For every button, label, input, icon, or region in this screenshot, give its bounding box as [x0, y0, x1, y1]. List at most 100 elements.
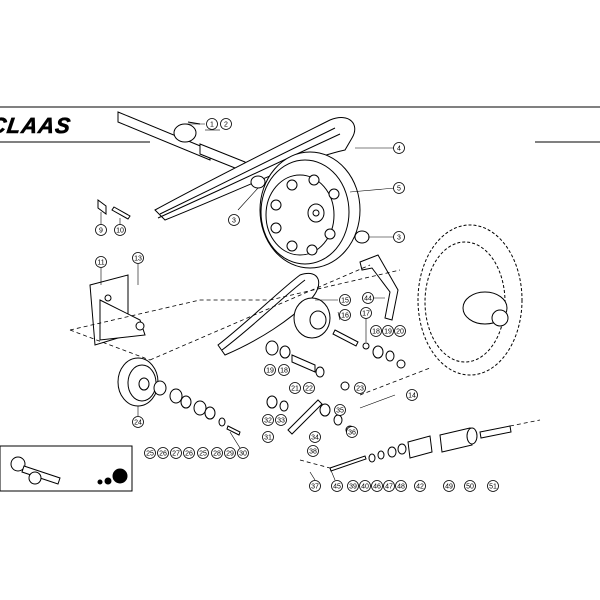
- callout-17: 17: [360, 307, 372, 319]
- callout-20-label: 20: [396, 329, 404, 336]
- callout-33: 33: [275, 414, 287, 426]
- callout-17-label: 17: [362, 311, 370, 318]
- callout-21-label: 21: [291, 386, 299, 393]
- callout-23-label: 23: [356, 386, 364, 393]
- callout-18a: 18: [278, 364, 290, 376]
- pins: [97, 199, 131, 220]
- lower-v-belt: [217, 272, 320, 356]
- callout-35-label: 35: [336, 408, 344, 415]
- idler-pulley: [293, 297, 331, 339]
- callout-25a-label: 25: [146, 451, 154, 458]
- callout-36-label: 36: [348, 430, 356, 437]
- callout-3b-label: 3: [397, 235, 401, 242]
- callout-18a-label: 18: [280, 368, 288, 375]
- callout-34: 34: [309, 431, 321, 443]
- callout-50-label: 50: [466, 484, 474, 491]
- callout-2: 2: [220, 118, 232, 130]
- callout-15: 15: [339, 294, 351, 306]
- callout-32: 32: [262, 414, 274, 426]
- callout-16: 16: [339, 309, 351, 321]
- callout-27: 27: [170, 447, 182, 459]
- callout-50: 50: [464, 480, 476, 492]
- brand-name: CLAAS: [0, 113, 73, 138]
- bushings: [250, 175, 370, 244]
- callout-42-label: 42: [416, 484, 424, 491]
- callout-2-label: 2: [224, 122, 228, 129]
- double-pulley: [117, 357, 159, 407]
- callout-51: 51: [487, 480, 499, 492]
- callout-35: 35: [334, 404, 346, 416]
- callout-11-label: 11: [97, 260, 104, 267]
- callout-46-label: 46: [373, 484, 381, 491]
- callout-9: 9: [95, 224, 107, 236]
- callout-45-label: 45: [333, 484, 341, 491]
- callout-1-label: 1: [210, 122, 214, 129]
- callout-47: 47: [383, 480, 395, 492]
- callout-28: 28: [211, 447, 223, 459]
- callout-14-label: 14: [408, 393, 416, 400]
- callout-26a: 26: [157, 447, 169, 459]
- callout-40: 40: [359, 480, 371, 492]
- callout-3a: 3: [228, 214, 240, 226]
- callout-26a-label: 26: [159, 451, 167, 458]
- callout-9-label: 9: [99, 228, 103, 235]
- upper-v-belt: [154, 117, 356, 221]
- callout-51-label: 51: [489, 484, 497, 491]
- callout-49: 49: [443, 480, 455, 492]
- callout-21: 21: [289, 382, 301, 394]
- callout-38-label: 38: [309, 449, 317, 456]
- callout-23: 23: [354, 382, 366, 394]
- frame-lines: [0, 106, 600, 143]
- callout-33-label: 33: [277, 418, 285, 425]
- callout-31: 31: [262, 431, 274, 443]
- upper-shaft: [117, 111, 246, 173]
- callout-37: 37: [309, 480, 321, 492]
- callout-34-label: 34: [311, 435, 319, 442]
- leader-lines: [100, 123, 396, 481]
- callout-29-label: 29: [226, 451, 234, 458]
- callout-26b-label: 26: [185, 451, 193, 458]
- callout-3b: 3: [393, 231, 405, 243]
- callout-28-label: 28: [213, 451, 221, 458]
- washer-row: [153, 380, 241, 436]
- claas-logo: CLAAS: [0, 113, 73, 138]
- callout-40-label: 40: [361, 484, 369, 491]
- callout-24-label: 24: [134, 420, 142, 427]
- callout-27-label: 27: [172, 451, 180, 458]
- bracket: [89, 274, 146, 346]
- gear-housing: [462, 291, 509, 327]
- tension-arm: [359, 254, 399, 321]
- callout-5: 5: [393, 182, 405, 194]
- callout-10-label: 10: [116, 228, 124, 235]
- assembly-guides: [69, 264, 541, 469]
- callout-1: 1: [206, 118, 218, 130]
- callout-19a: 19: [264, 364, 276, 376]
- callout-32-label: 32: [264, 418, 272, 425]
- callout-39-label: 39: [349, 484, 357, 491]
- callout-29: 29: [224, 447, 236, 459]
- callout-10: 10: [114, 224, 126, 236]
- callout-47-label: 47: [385, 484, 393, 491]
- callout-30: 30: [237, 447, 249, 459]
- large-pulley: [259, 151, 361, 269]
- callout-38: 38: [307, 445, 319, 457]
- callout-11: 11: [95, 256, 107, 268]
- callout-15-label: 15: [341, 298, 349, 305]
- callout-20: 20: [394, 325, 406, 337]
- callout-22-label: 22: [305, 386, 313, 393]
- callout-16-label: 16: [341, 313, 349, 320]
- callout-39: 39: [347, 480, 359, 492]
- linkage-parts: [266, 395, 355, 435]
- idler-parts: [265, 329, 406, 391]
- callout-48: 48: [395, 480, 407, 492]
- callout-31-label: 31: [264, 435, 272, 442]
- callout-13: 13: [132, 252, 144, 264]
- callout-4: 4: [393, 142, 405, 154]
- callout-30-label: 30: [239, 451, 247, 458]
- callout-3a-label: 3: [232, 218, 236, 225]
- callout-36: 36: [346, 426, 358, 438]
- callout-44: 44: [362, 292, 374, 304]
- callout-44-label: 44: [364, 296, 372, 303]
- callout-18b-label: 18: [372, 329, 380, 336]
